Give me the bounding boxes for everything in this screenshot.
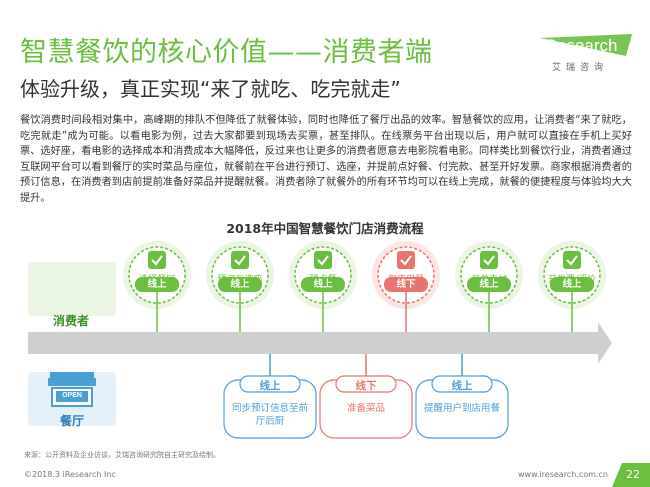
step-label: 预点餐 [309, 275, 337, 285]
restaurant-tag: 线下 [355, 380, 377, 392]
page-title: 智慧餐饮的核心价值——消费者端 [20, 37, 433, 68]
page-subtitle: 体验升级，真正实现“来了就吃、吃完就走” [20, 77, 401, 101]
checkmark-icon [231, 251, 249, 269]
thumbs-up-icon [563, 251, 581, 269]
step-label: 选择餐厅 [138, 275, 175, 285]
wallet-icon [480, 251, 498, 269]
step-tag: 线上 [562, 279, 582, 290]
wallet-icon-glyph [483, 255, 495, 266]
storefront-icon [148, 251, 166, 269]
body-paragraph: 餐饮消费时间段相对集中，高峰期的排队不但降低了就餐体验，同时也降低了餐厅出品的效… [20, 115, 632, 204]
restaurant-tag-pill [431, 375, 493, 393]
restaurant-tag-pill [335, 375, 397, 393]
restaurant-step-text: 准备菜品 [346, 403, 385, 414]
page-number: 22 [626, 468, 640, 481]
storefront-icon-glyph [151, 255, 163, 266]
step-tag: 线下 [396, 279, 416, 290]
logo-brand-rest: Research [544, 36, 618, 55]
restaurant-tag-pill [239, 375, 301, 393]
restaurant-tag: 线上 [259, 380, 281, 392]
store-sign-text: OPEN [62, 392, 82, 399]
step-tag-pill [135, 277, 179, 292]
page-number-badge: 22 [612, 463, 650, 487]
step-tag: 线上 [313, 279, 333, 290]
website: www.iresearch.com.cn [518, 470, 608, 479]
step-tag-pill [384, 277, 428, 292]
logo-subtitle: 艾瑞咨询 [552, 63, 609, 73]
step-label: 预订与选座 [217, 275, 263, 285]
restaurant-step-text: 提醒用户到店用餐 [423, 403, 500, 414]
logo-swoosh-icon [540, 34, 632, 56]
step-tag-pill [218, 277, 262, 292]
checkmark-icon-glyph [234, 255, 246, 266]
copyright: ©2018.3 iResearch Inc [24, 470, 116, 479]
logo-brand-i: i [540, 36, 545, 55]
dining-icon [397, 251, 415, 269]
step-tag-pill [550, 277, 594, 292]
restaurant-tag: 线上 [451, 380, 473, 392]
store-icon [48, 372, 96, 407]
step-label: 开发票/评价 [547, 275, 597, 285]
source-note: 来源：公开资料及企业访谈，艾瑞咨询研究院自主研究及绘制。 [24, 451, 220, 459]
consumer-band [28, 262, 116, 316]
restaurant-label: 餐厅 [60, 414, 85, 428]
step-tag: 线上 [147, 279, 167, 290]
consumer-label: 消费者 [53, 314, 90, 328]
edit-order-icon [314, 251, 332, 269]
restaurant-step-text: 同步预订信息至前厅后厨 [231, 403, 308, 427]
step-tag-pill [301, 277, 345, 292]
step-label: 到店用餐 [387, 275, 424, 285]
step-label: 买单支付 [470, 275, 507, 285]
iresearch-logo: iResearch 艾瑞咨询 [536, 32, 636, 76]
step-tag-pill [467, 277, 511, 292]
step-tag: 线上 [230, 279, 250, 290]
diagram-title: 2018年中国智慧餐饮门店消费流程 [226, 221, 424, 236]
step-tag: 线上 [479, 279, 499, 290]
timeline-arrow [28, 322, 612, 364]
dining-icon-glyph [400, 255, 412, 266]
edit-order-icon-glyph [317, 255, 329, 266]
logo-brand: iResearch [540, 36, 618, 56]
thumbs-up-icon-glyph [566, 255, 578, 266]
